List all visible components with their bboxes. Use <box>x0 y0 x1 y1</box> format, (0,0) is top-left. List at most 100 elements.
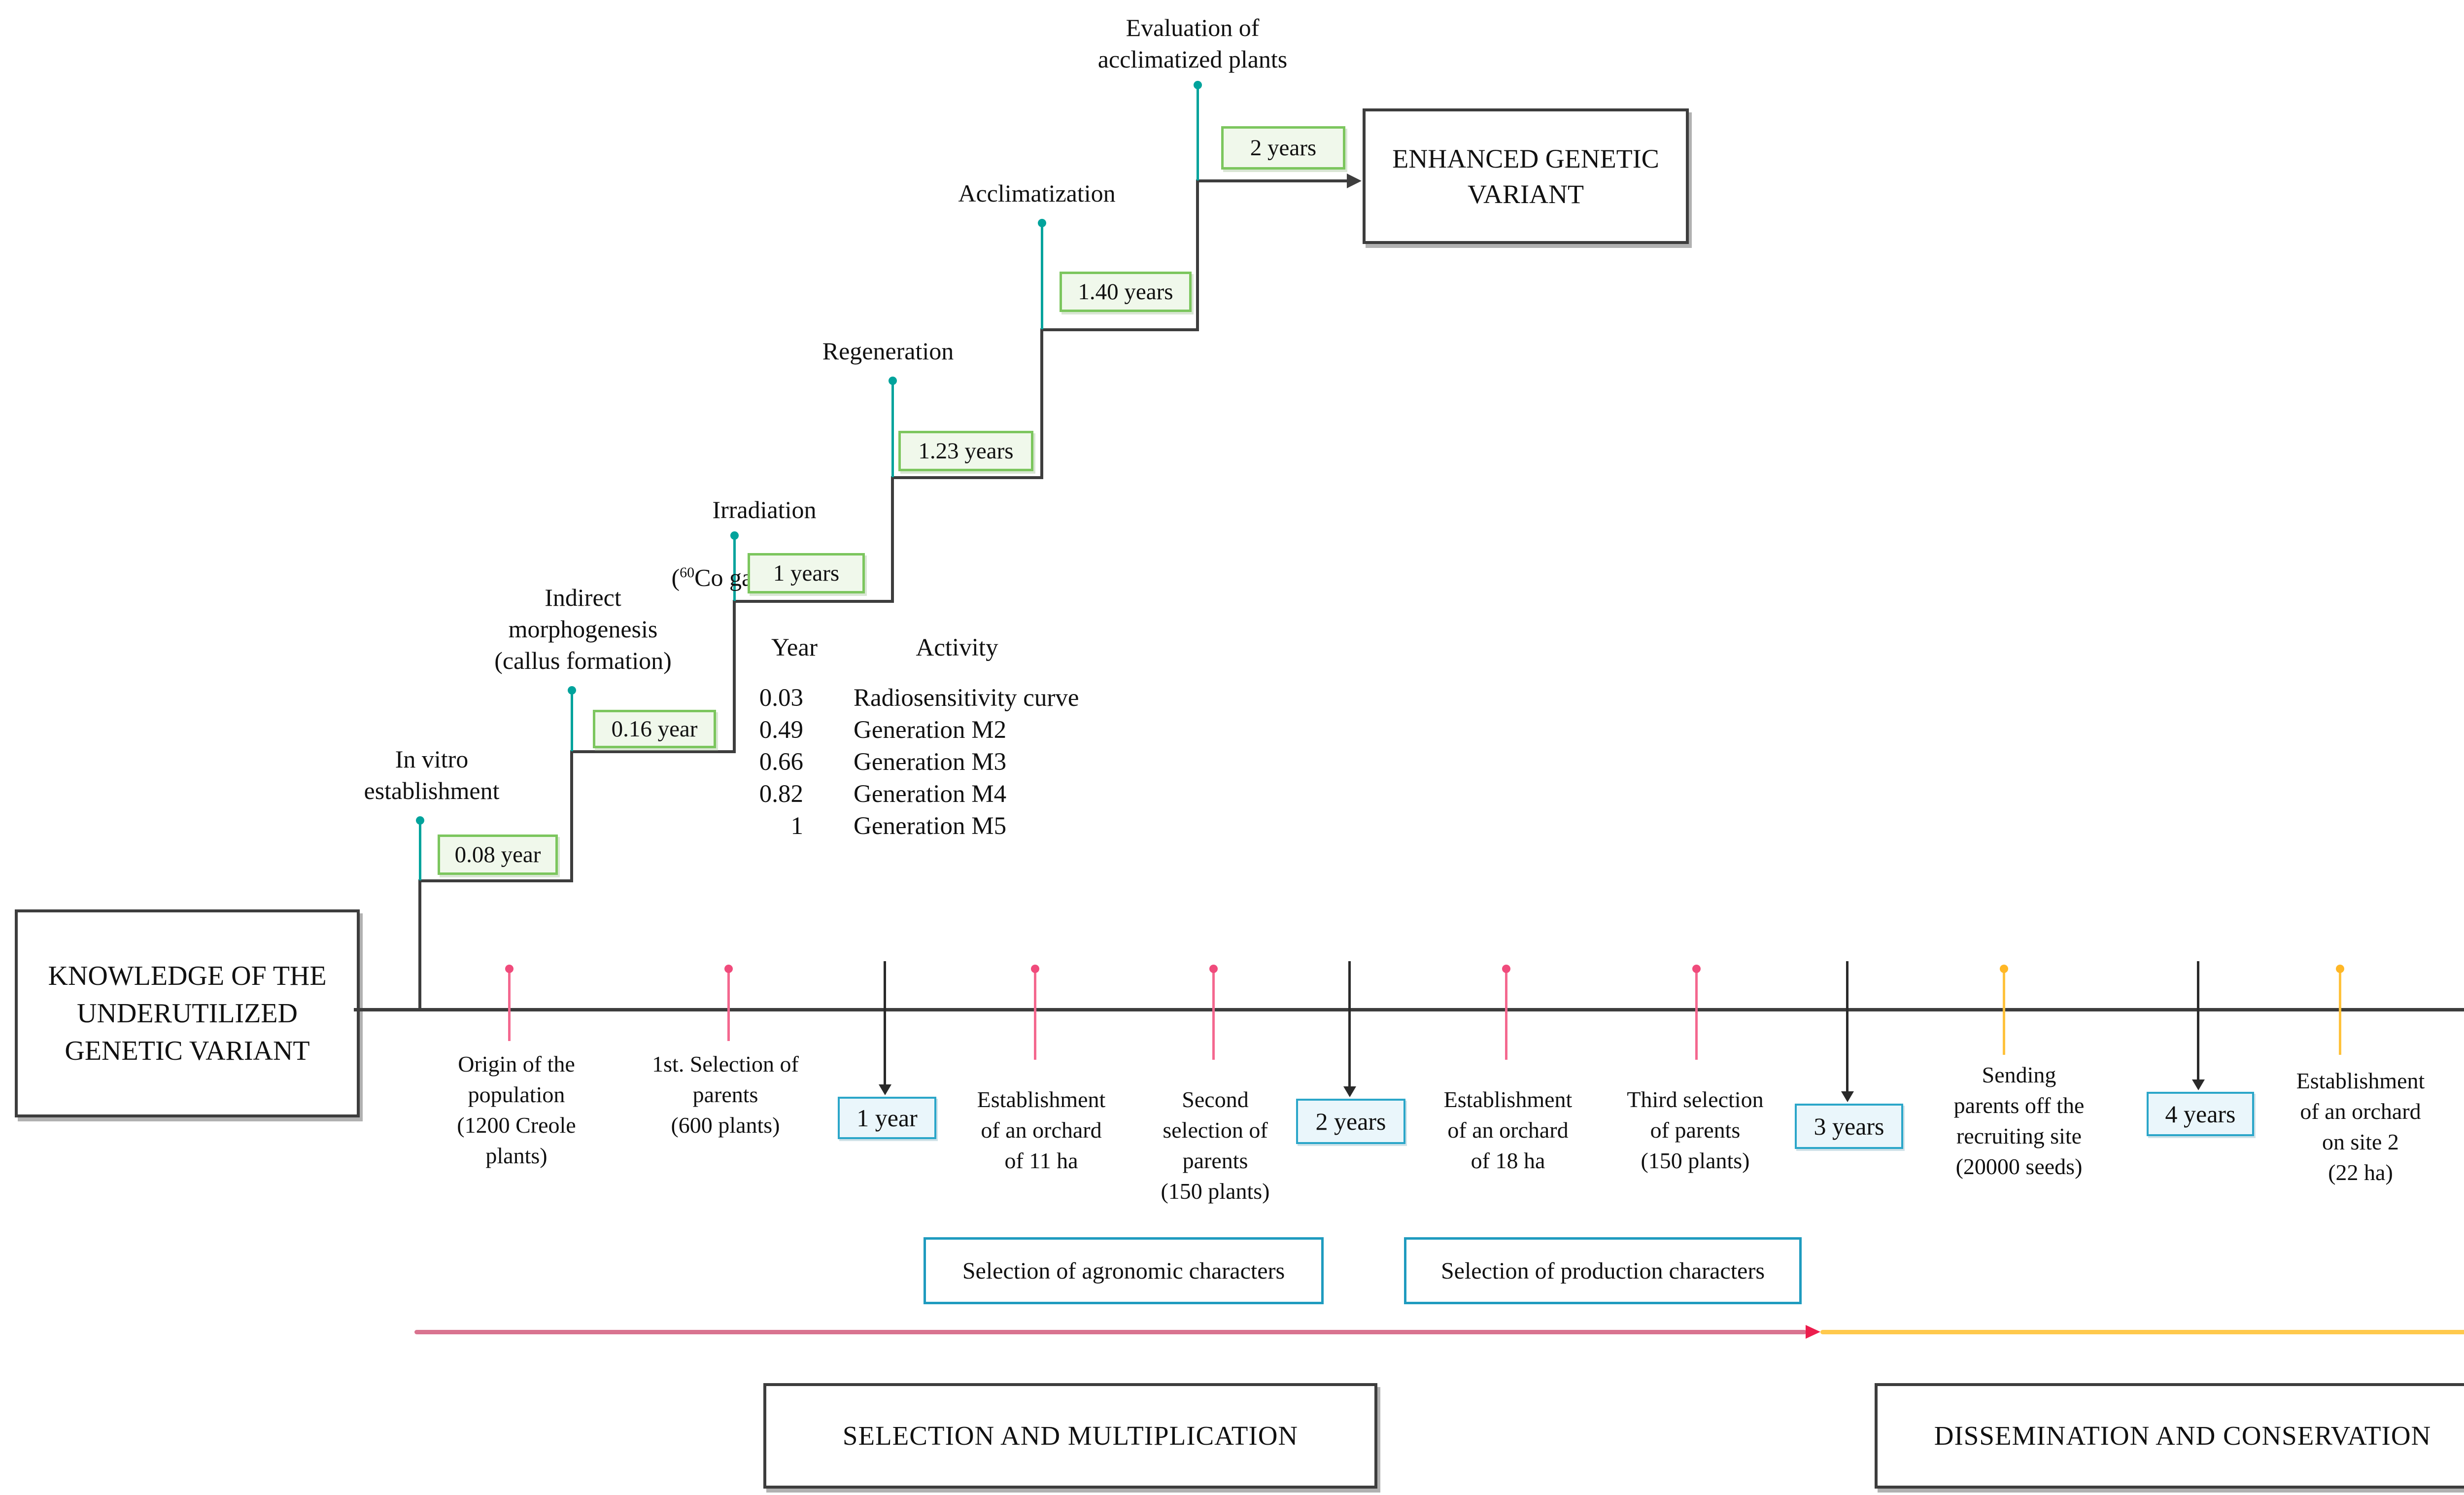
step-label-evaluation: Evaluation of acclimatized plants <box>1097 14 1288 73</box>
year-box-1: 1 year <box>838 1097 936 1139</box>
year-box-4: 4 years <box>2147 1092 2254 1136</box>
step-marker-dot-1 <box>416 816 424 825</box>
year-line-2 <box>1348 961 1351 1094</box>
dissemination-conservation-box: DISSEMINATION AND CONSERVATION <box>1875 1383 2464 1489</box>
production-characters-box: Selection of production characters <box>1404 1237 1802 1304</box>
irradiation-line2-open: ( <box>671 563 680 591</box>
event-label-third-selection: Third selection of parents (150 plants) <box>1627 1087 1764 1173</box>
event-marker-origin <box>508 969 511 1041</box>
table-activity-3: Generation M4 <box>854 780 1007 808</box>
stair-vline-1 <box>418 879 421 1010</box>
stair-vline-4 <box>891 476 894 602</box>
table-header-activity: Activity <box>916 634 998 661</box>
event-dot-third-selection <box>1692 965 1701 973</box>
year-arrow-1 <box>879 1084 891 1095</box>
event-dot-sending-parents <box>2000 965 2008 973</box>
duration-1: 0.08 year <box>454 842 541 868</box>
year-arrow-2 <box>1343 1086 1356 1097</box>
agronomic-characters-box: Selection of agronomic characters <box>924 1237 1324 1304</box>
stair-hline-3 <box>733 600 894 603</box>
table-activity-0: Radiosensitivity curve <box>854 684 1079 712</box>
duration-4: 1.23 years <box>918 438 1014 464</box>
stair-top-arrowhead <box>1347 174 1362 188</box>
stair-vline-2 <box>570 750 573 881</box>
isotope-superscript: 60 <box>680 564 695 581</box>
knowledge-box: KNOWLEDGE OF THE UNDERUTILIZED GENETIC V… <box>15 909 360 1117</box>
step-label-regeneration: Regeneration <box>822 337 954 365</box>
table-year-4: 1 <box>790 812 804 840</box>
event-marker-third-selection <box>1695 969 1698 1060</box>
step-marker-line-2 <box>571 690 573 751</box>
stair-hline-6 <box>1196 179 1347 182</box>
year-box-2-label: 2 years <box>1315 1108 1386 1135</box>
step-label-invitro: In vitro establishment <box>364 745 500 804</box>
step-marker-dot-4 <box>889 377 897 385</box>
event-label-sending-parents: Sending parents off the recruiting site … <box>1953 1062 2085 1179</box>
step-marker-dot-3 <box>730 531 739 540</box>
step-marker-line-1 <box>419 820 421 880</box>
event-label-second-selection: Second selection of parents (150 plants) <box>1161 1087 1270 1204</box>
stair-hline-4 <box>891 476 1043 479</box>
stair-vline-3 <box>733 600 736 752</box>
table-activity-4: Generation M5 <box>854 812 1007 840</box>
step-label-morphogenesis: Indirect morphogenesis (callus formation… <box>494 584 672 674</box>
step-marker-dot-6 <box>1194 81 1202 89</box>
year-box-1-label: 1 year <box>856 1104 918 1132</box>
event-marker-second-selection <box>1212 969 1215 1060</box>
step-marker-line-4 <box>891 381 894 477</box>
duration-box-4: 1.23 years <box>898 431 1033 471</box>
event-label-orchard-18ha: Establishment of an orchard of 18 ha <box>1443 1087 1573 1173</box>
duration-6: 2 years <box>1250 135 1317 161</box>
duration-box-2: 0.16 year <box>593 710 716 748</box>
enhanced-variant-top-box: ENHANCED GENETIC VARIANT <box>1363 108 1689 244</box>
timeline-axis <box>354 1008 2464 1011</box>
event-label-orchard-site2: Establishment of an orchard on site 2 (2… <box>2296 1068 2425 1185</box>
event-marker-orchard-18ha <box>1505 969 1507 1060</box>
selection-phase-bar-arrow <box>1806 1325 1820 1339</box>
duration-box-6: 2 years <box>1221 126 1345 170</box>
year-box-3: 3 years <box>1795 1104 1903 1149</box>
duration-2: 0.16 year <box>611 716 698 742</box>
stair-hline-1 <box>418 879 573 882</box>
duration-box-1: 0.08 year <box>438 834 558 875</box>
event-dot-second-selection <box>1209 965 1218 973</box>
event-label-origin: Origin of the population (1200 Creole pl… <box>457 1051 576 1168</box>
event-marker-orchard-site2 <box>2339 969 2341 1055</box>
step-marker-dot-2 <box>568 686 576 695</box>
duration-5: 1.40 years <box>1078 279 1173 305</box>
step-marker-dot-5 <box>1038 219 1046 227</box>
event-marker-orchard-11ha <box>1034 969 1036 1060</box>
selection-phase-bar <box>414 1330 1807 1334</box>
table-activity-2: Generation M3 <box>854 748 1007 776</box>
year-box-4-label: 4 years <box>2165 1100 2236 1128</box>
event-dot-1st-selection <box>724 965 733 973</box>
step-marker-line-3 <box>733 535 736 601</box>
event-dot-orchard-site2 <box>2336 965 2344 973</box>
event-dot-origin <box>505 965 513 973</box>
year-arrow-4 <box>2192 1079 2205 1090</box>
year-line-3 <box>1846 961 1848 1099</box>
table-header-year: Year <box>771 634 818 661</box>
event-dot-orchard-18ha <box>1502 965 1510 973</box>
table-year-1: 0.49 <box>759 716 803 744</box>
irradiation-line1: Irradiation <box>712 496 817 523</box>
duration-3: 1 years <box>773 560 840 586</box>
step-marker-line-5 <box>1041 223 1043 329</box>
year-box-2: 2 years <box>1296 1099 1405 1144</box>
table-year-3: 0.82 <box>759 780 803 808</box>
duration-box-3: 1 years <box>748 553 865 593</box>
event-label-orchard-11ha: Establishment of an orchard of 11 ha <box>977 1087 1106 1173</box>
year-line-4 <box>2197 961 2199 1087</box>
event-marker-sending-parents <box>2003 969 2005 1055</box>
year-line-1 <box>884 961 886 1092</box>
year-arrow-3 <box>1841 1091 1854 1102</box>
step-label-acclimatization: Acclimatization <box>958 179 1116 207</box>
duration-box-5: 1.40 years <box>1060 272 1192 312</box>
production-characters-label: Selection of production characters <box>1440 1257 1765 1284</box>
stair-hline-2 <box>570 750 736 753</box>
dissemination-phase-bar <box>1820 1330 2464 1334</box>
stair-vline-5 <box>1040 328 1043 478</box>
selection-multiplication-box: SELECTION AND MULTIPLICATION <box>763 1383 1377 1489</box>
step-marker-line-6 <box>1197 85 1199 180</box>
